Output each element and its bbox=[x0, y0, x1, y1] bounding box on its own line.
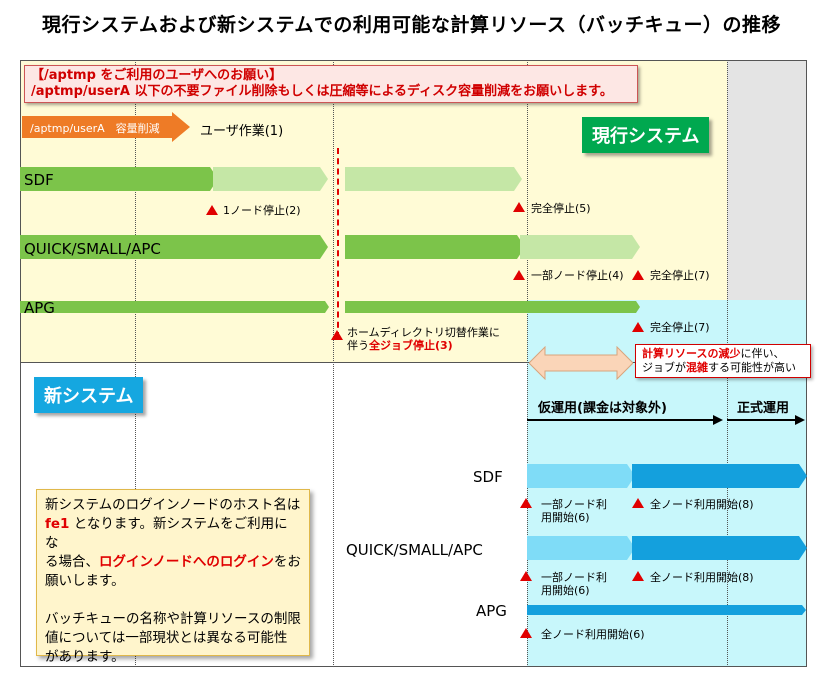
notice-line-2: /aptmp/userA 以下の不要ファイル削除もしくは圧縮等によるディスク容量… bbox=[31, 84, 613, 99]
new-sdf-partial-bar bbox=[527, 464, 635, 488]
event-marker-new-qsa-full bbox=[632, 571, 644, 581]
info-line-3-pre: る場合、 bbox=[45, 554, 99, 570]
sdf-bar-active bbox=[20, 167, 218, 191]
user-work-label: ユーザ作業(1) bbox=[200, 124, 284, 139]
event-sdf-node-stop: 1ノード停止(2) bbox=[223, 204, 301, 217]
qsa-bar-reduced bbox=[520, 235, 640, 259]
new-qsa-full-bar bbox=[632, 536, 807, 560]
event-qsa-partial-stop: 一部ノード停止(4) bbox=[531, 269, 624, 282]
current-queue-sdf: SDF bbox=[24, 171, 54, 189]
event-new-qsa-partial-line-1: 一部ノード利 bbox=[541, 571, 607, 584]
event-marker-new-qsa-partial bbox=[520, 571, 532, 581]
event-marker-apg-full-stop bbox=[632, 322, 644, 332]
event-marker-home-switch bbox=[331, 330, 343, 340]
reduced-resource-double-arrow bbox=[529, 346, 633, 380]
new-queue-qsa: QUICK/SMALL/APC bbox=[346, 541, 483, 559]
callout-text-2: ジョブが bbox=[642, 361, 686, 374]
event-marker-qsa-full-stop bbox=[632, 270, 644, 280]
aptmp-arrow bbox=[22, 112, 190, 142]
apg-bar-after-switch bbox=[345, 301, 640, 313]
event-marker-sdf-node-stop bbox=[206, 205, 218, 215]
system-divider bbox=[20, 362, 807, 363]
event-home-switch-prefix: 伴う bbox=[347, 339, 369, 352]
phase-official-label: 正式運用 bbox=[737, 401, 790, 416]
event-marker-new-apg-full bbox=[520, 628, 532, 638]
current-queue-apg: APG bbox=[24, 299, 55, 317]
info-line-6: 値については一部現状とは異なる可能性 bbox=[45, 630, 288, 646]
event-new-qsa-partial-line-2: 用開始(6) bbox=[541, 584, 590, 597]
callout-emphasis-2: 混雑 bbox=[686, 361, 708, 374]
info-line-2: fe1 となります。新システムをご利用にな bbox=[45, 515, 301, 553]
info-line-2-rest: となります。新システムをご利用にな bbox=[45, 516, 288, 551]
congestion-callout: 計算リソースの減少に伴い、 ジョブが混雑する可能性が高い bbox=[635, 344, 811, 378]
new-qsa-partial-bar bbox=[527, 536, 635, 560]
event-new-sdf-partial: 一部ノード利 用開始(6) bbox=[541, 498, 607, 524]
info-line-5: バッチキューの名称や計算リソースの制限 bbox=[45, 611, 301, 627]
new-system-bars bbox=[527, 464, 807, 615]
milestone-line-3 bbox=[527, 62, 528, 665]
event-home-switch-emphasis: 全ジョブ停止(3) bbox=[369, 339, 453, 352]
new-system-info-box: 新システムのログインノードのホスト名は fe1 となります。新システムをご利用に… bbox=[36, 489, 310, 665]
event-home-switch-line-1: ホームディレクトリ切替作業に bbox=[347, 326, 500, 339]
info-line-3: る場合、ログインノードへのログインをお bbox=[45, 553, 301, 572]
sdf-bar-after-switch bbox=[345, 167, 522, 191]
callout-line-2: ジョブが混雑する可能性が高い bbox=[642, 361, 804, 375]
info-line-7: があります。 bbox=[45, 649, 125, 665]
qsa-bar-before-switch bbox=[20, 235, 328, 259]
event-apg-full-stop: 完全停止(7) bbox=[650, 321, 710, 334]
event-marker-sdf-full-stop bbox=[513, 202, 525, 212]
sdf-bar-reduced bbox=[213, 167, 328, 191]
event-home-switch: ホームディレクトリ切替作業に 伴う全ジョブ停止(3) bbox=[347, 326, 500, 352]
notice-line-1: 【/aptmp をご利用のユーザへのお願い】 bbox=[31, 68, 283, 83]
info-line-3-post: をお bbox=[273, 554, 301, 570]
aptmp-arrow-label: /aptmp/userA 容量削減 bbox=[30, 122, 160, 135]
event-sdf-full-stop: 完全停止(5) bbox=[531, 202, 591, 215]
new-sdf-full-bar bbox=[632, 464, 807, 488]
info-login-emphasis: ログインノードへのログイン bbox=[99, 554, 274, 570]
event-new-sdf-partial-line-1: 一部ノード利 bbox=[541, 498, 607, 511]
event-new-sdf-full: 全ノード利用開始(8) bbox=[650, 498, 754, 511]
milestone-line-2 bbox=[333, 62, 334, 665]
page-title: 現行システムおよび新システムでの利用可能な計算リソース（バッチキュー）の推移 bbox=[42, 14, 781, 36]
new-queue-sdf: SDF bbox=[473, 468, 503, 486]
event-home-switch-line-2: 伴う全ジョブ停止(3) bbox=[347, 339, 500, 352]
event-qsa-full-stop: 完全停止(7) bbox=[650, 269, 710, 282]
apg-bar-before-switch bbox=[20, 301, 329, 313]
callout-line-1: 計算リソースの減少に伴い、 bbox=[642, 347, 804, 361]
info-hostname: fe1 bbox=[45, 516, 70, 532]
phase-trial-label: 仮運用(課金は対象外) bbox=[538, 401, 667, 416]
qsa-bar-after-switch bbox=[345, 235, 525, 259]
callout-emphasis-1: 計算リソースの減少 bbox=[642, 347, 741, 360]
current-queue-qsa: QUICK/SMALL/APC bbox=[24, 240, 161, 258]
event-new-qsa-partial: 一部ノード利 用開始(6) bbox=[541, 571, 607, 597]
event-marker-new-sdf-partial bbox=[520, 498, 532, 508]
callout-text-3: する可能性が高い bbox=[708, 361, 796, 374]
job-stop-line bbox=[337, 148, 339, 338]
phase-arrows bbox=[527, 415, 805, 425]
milestone-line-1 bbox=[135, 62, 136, 665]
new-apg-bar bbox=[527, 605, 806, 615]
current-system-bars bbox=[20, 167, 640, 313]
event-new-apg-full: 全ノード利用開始(6) bbox=[541, 628, 645, 641]
event-marker-new-sdf-full bbox=[632, 498, 644, 508]
event-marker-qsa-partial-stop bbox=[513, 270, 525, 280]
current-system-label: 現行システム bbox=[582, 117, 710, 153]
new-system-label: 新システム bbox=[34, 377, 144, 413]
event-new-sdf-partial-line-2: 用開始(6) bbox=[541, 511, 590, 524]
aptmp-notice: 【/aptmp をご利用のユーザへのお願い】 /aptmp/userA 以下の不… bbox=[24, 65, 638, 103]
new-queue-apg: APG bbox=[476, 602, 507, 620]
event-new-qsa-full: 全ノード利用開始(8) bbox=[650, 571, 754, 584]
info-spacer bbox=[45, 591, 301, 610]
info-line-4: 願いします。 bbox=[45, 573, 125, 589]
callout-text-1: に伴い、 bbox=[740, 347, 785, 360]
info-line-1: 新システムのログインノードのホスト名は bbox=[45, 497, 301, 513]
